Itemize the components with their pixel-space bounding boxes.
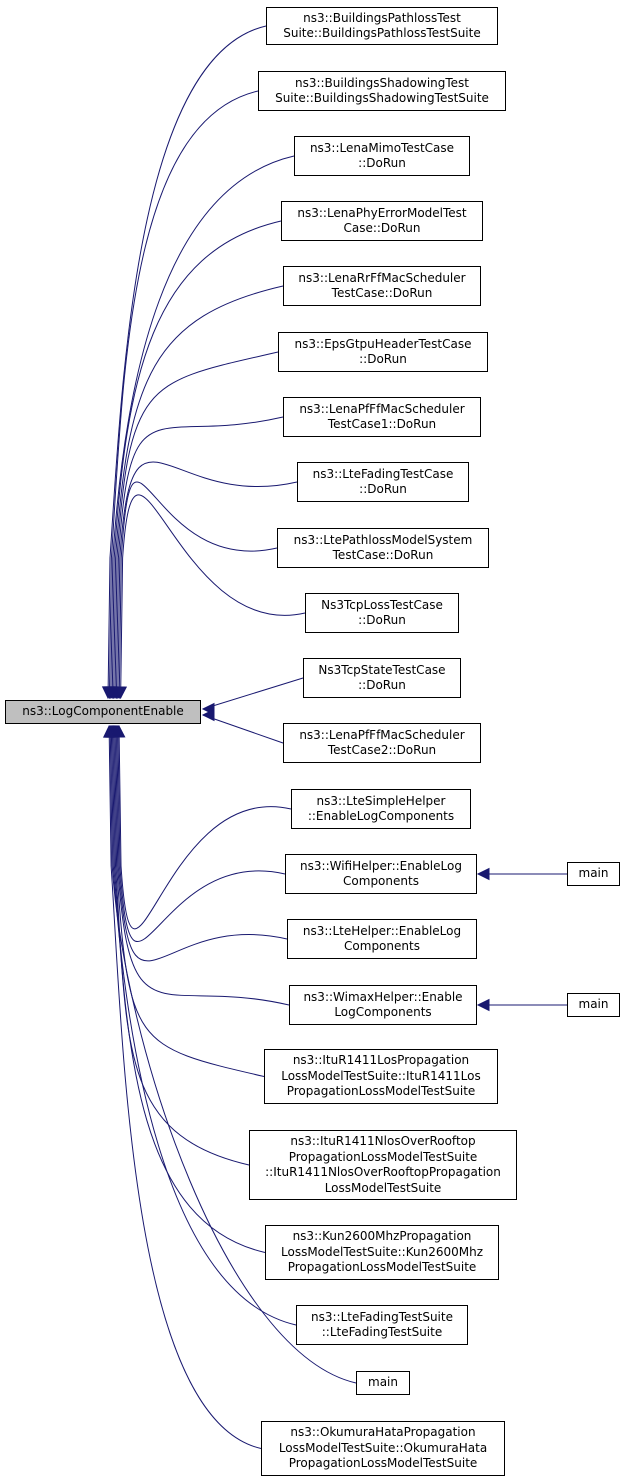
graph-node-m2[interactable]: main	[567, 993, 620, 1017]
graph-node-n9[interactable]: ns3::LtePathlossModelSystem TestCase::Do…	[277, 528, 489, 568]
graph-node-label: ns3::LenaPfFfMacScheduler TestCase2::DoR…	[299, 727, 465, 758]
edge-n10-to-root	[120, 494, 306, 699]
graph-node-n10[interactable]: Ns3TcpLossTestCase ::DoRun	[305, 593, 459, 633]
edge-n6-to-root	[114, 351, 279, 699]
graph-node-n16[interactable]: ns3::WimaxHelper::Enable LogComponents	[289, 985, 477, 1025]
edge-n13-to-root	[118, 725, 292, 930]
graph-node-n15[interactable]: ns3::LteHelper::EnableLog Components	[287, 919, 477, 959]
graph-node-label: ns3::LenaPhyErrorModelTest Case::DoRun	[297, 205, 467, 236]
graph-node-label: ns3::LteFadingTestSuite ::LteFadingTestS…	[311, 1309, 453, 1340]
arrowhead-m2	[476, 998, 490, 1012]
edge-n14-to-root	[117, 725, 286, 943]
graph-node-label: main	[578, 997, 609, 1012]
graph-node-label: ns3::EpsGtpuHeaderTestCase ::DoRun	[294, 336, 472, 367]
edge-n17-to-root	[114, 725, 265, 1077]
graph-node-label: ns3::OkumuraHataPropagation LossModelTes…	[278, 1425, 488, 1471]
graph-node-n19[interactable]: ns3::Kun2600MhzPropagation LossModelTest…	[265, 1225, 499, 1280]
graph-node-label: ns3::LteFadingTestCase ::DoRun	[312, 466, 454, 497]
arrowhead-n22	[102, 724, 116, 738]
graph-node-label: ns3::LteSimpleHelper ::EnableLogComponen…	[307, 793, 455, 824]
edge-n5-to-root	[113, 285, 284, 699]
edge-n11-to-root	[202, 677, 304, 710]
edge-n2-to-root	[108, 90, 259, 699]
arrowhead-m1	[476, 867, 490, 881]
edge-n3-to-root	[110, 155, 295, 699]
edge-n22-to-root	[108, 725, 262, 1449]
graph-node-label: main	[368, 1375, 398, 1390]
graph-root-node: ns3::LogComponentEnable	[5, 700, 201, 724]
arrowhead-n10	[114, 686, 128, 700]
graph-node-n11[interactable]: Ns3TcpStateTestCase ::DoRun	[303, 658, 461, 698]
graph-node-label: Ns3TcpStateTestCase ::DoRun	[318, 662, 446, 693]
graph-node-n20[interactable]: ns3::LteFadingTestSuite ::LteFadingTestS…	[296, 1305, 468, 1345]
graph-node-n22[interactable]: ns3::OkumuraHataPropagation LossModelTes…	[261, 1421, 505, 1476]
graph-node-label: ns3::LenaMimoTestCase ::DoRun	[309, 140, 455, 171]
graph-node-label: Ns3TcpLossTestCase ::DoRun	[321, 597, 443, 628]
graph-node-n6[interactable]: ns3::EpsGtpuHeaderTestCase ::DoRun	[278, 332, 488, 372]
graph-node-n5[interactable]: ns3::LenaRrFfMacScheduler TestCase::DoRu…	[283, 266, 481, 306]
graph-node-label: ns3::LtePathlossModelSystem TestCase::Do…	[293, 532, 473, 563]
edge-n8-to-root	[117, 461, 298, 699]
graph-node-label: ns3::Kun2600MhzPropagation LossModelTest…	[281, 1229, 483, 1275]
edge-n4-to-root	[111, 220, 282, 699]
edge-n7-to-root	[115, 416, 284, 699]
graph-node-label: ns3::LogComponentEnable	[22, 704, 184, 719]
edge-n9-to-root	[118, 481, 278, 699]
edge-n12-to-root	[202, 714, 284, 744]
graph-node-label: ns3::BuildingsShadowingTest Suite::Build…	[275, 75, 489, 106]
arrowhead-n12	[201, 708, 215, 722]
edge-n1-to-root	[107, 25, 267, 699]
graph-node-n17[interactable]: ns3::ItuR1411LosPropagation LossModelTes…	[264, 1049, 498, 1104]
graph-node-label: ns3::ItuR1411LosPropagation LossModelTes…	[281, 1053, 481, 1099]
graph-node-label: main	[578, 866, 609, 881]
graph-node-n2[interactable]: ns3::BuildingsShadowingTest Suite::Build…	[258, 71, 506, 111]
graph-node-label: ns3::WimaxHelper::Enable LogComponents	[303, 989, 463, 1020]
edge-n18-to-root	[113, 725, 250, 1166]
graph-node-n3[interactable]: ns3::LenaMimoTestCase ::DoRun	[294, 136, 470, 176]
graph-node-n7[interactable]: ns3::LenaPfFfMacScheduler TestCase1::DoR…	[283, 397, 481, 437]
graph-node-n8[interactable]: ns3::LteFadingTestCase ::DoRun	[297, 462, 469, 502]
graph-node-label: ns3::BuildingsPathlossTest Suite::Buildi…	[283, 10, 481, 41]
graph-node-label: ns3::LenaPfFfMacScheduler TestCase1::DoR…	[299, 401, 465, 432]
edge-n15-to-root	[116, 725, 288, 962]
graph-node-label: ns3::ItuR1411NlosOverRooftop Propagation…	[265, 1134, 501, 1195]
graph-node-n21[interactable]: main	[356, 1371, 410, 1395]
graph-node-n4[interactable]: ns3::LenaPhyErrorModelTest Case::DoRun	[281, 201, 483, 241]
graph-node-n13[interactable]: ns3::LteSimpleHelper ::EnableLogComponen…	[291, 789, 471, 829]
graph-node-n14[interactable]: ns3::WifiHelper::EnableLog Components	[285, 854, 477, 894]
graph-node-n1[interactable]: ns3::BuildingsPathlossTest Suite::Buildi…	[266, 7, 498, 45]
graph-node-label: ns3::WifiHelper::EnableLog Components	[300, 858, 462, 889]
graph-node-m1[interactable]: main	[567, 862, 620, 886]
graph-node-n12[interactable]: ns3::LenaPfFfMacScheduler TestCase2::DoR…	[283, 723, 481, 763]
graph-node-label: ns3::LenaRrFfMacScheduler TestCase::DoRu…	[298, 270, 466, 301]
edge-n16-to-root	[115, 725, 290, 1006]
graph-node-label: ns3::LteHelper::EnableLog Components	[302, 923, 462, 954]
edge-n21-to-root	[109, 725, 357, 1384]
graph-node-n18[interactable]: ns3::ItuR1411NlosOverRooftop Propagation…	[249, 1130, 517, 1200]
